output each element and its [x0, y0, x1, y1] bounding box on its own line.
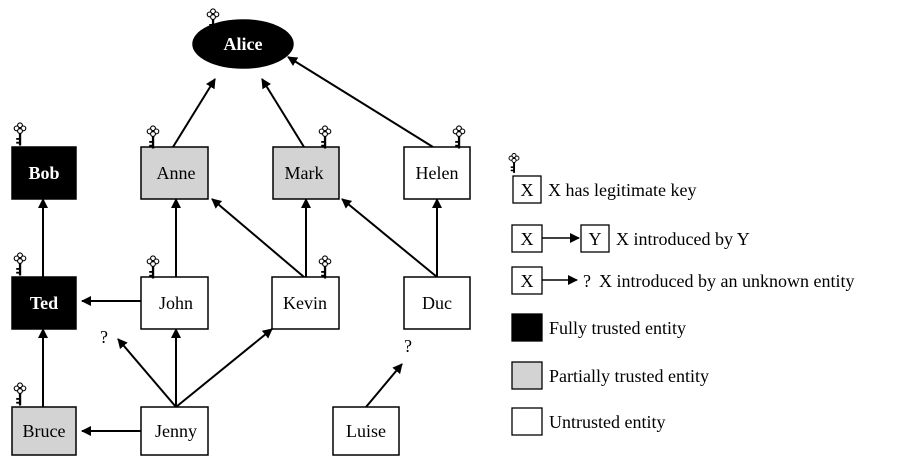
node-ted-box	[11, 276, 77, 330]
node-anne: Anne	[140, 125, 209, 200]
edge-luise-to-unknown	[365, 363, 403, 408]
node-alice: Alice	[192, 8, 294, 69]
node-jenny-box	[140, 406, 209, 456]
node-john-box	[140, 276, 209, 330]
node-duc-label: Duc	[422, 293, 452, 313]
edge-anne-to-alice	[172, 78, 216, 148]
key-icon	[13, 382, 27, 406]
legend-swatch-full	[511, 313, 543, 342]
node-bruce-label: Bruce	[23, 421, 66, 441]
key-icon	[318, 125, 332, 149]
legend-item-partially-trusted: Partially trusted entity	[511, 361, 709, 390]
edge-helen-to-alice	[287, 56, 434, 148]
legend-box-unknown	[511, 266, 543, 295]
node-anne-box	[140, 146, 209, 200]
legend-item-introduced-by: X Y X introduced by Y	[511, 224, 750, 253]
edge-mark-to-alice	[261, 78, 305, 148]
legend: X X has legitimate key X Y X introduced …	[508, 152, 854, 436]
node-helen: Helen	[403, 125, 471, 200]
node-bruce: Bruce	[11, 382, 77, 456]
unknown-marker-luise: ?	[404, 336, 412, 356]
legend-label-fully-trusted: Fully trusted entity	[549, 318, 686, 338]
node-anne-label: Anne	[157, 163, 196, 183]
legend-box-x	[512, 175, 542, 204]
node-john-label: John	[159, 293, 193, 313]
edges	[38, 56, 442, 436]
legend-box-from	[511, 224, 543, 253]
legend-label-introduced-by: X introduced by Y	[616, 229, 750, 249]
node-luise: Luise	[332, 406, 400, 456]
legend-label-partially-trusted: Partially trusted entity	[549, 366, 709, 386]
key-icon	[452, 125, 466, 149]
edge-jenny-to-kevin	[175, 328, 273, 408]
legend-item-unknown-introducer: X ? X introduced by an unknown entity	[511, 266, 854, 295]
legend-item-fully-trusted: Fully trusted entity	[511, 313, 686, 342]
node-luise-box	[332, 406, 400, 456]
legend-box-to-label: Y	[589, 229, 602, 249]
legend-unknown-marker: ?	[583, 271, 591, 291]
node-helen-label: Helen	[416, 163, 459, 183]
node-john: John	[140, 255, 209, 330]
node-jenny-label: Jenny	[155, 421, 197, 441]
edge-kevin-to-anne	[211, 198, 305, 278]
legend-swatch-partial	[511, 361, 543, 390]
edge-jenny-to-unknown	[117, 338, 177, 408]
key-icon	[146, 125, 160, 149]
node-ted-label: Ted	[30, 293, 58, 313]
node-kevin-box	[271, 276, 340, 330]
legend-box-from-label: X	[521, 229, 534, 249]
node-alice-shape	[192, 19, 294, 69]
node-ted: Ted	[11, 252, 77, 330]
node-mark-box	[272, 146, 340, 200]
node-helen-box	[403, 146, 471, 200]
key-icon	[318, 255, 332, 279]
node-luise-label: Luise	[346, 421, 386, 441]
key-icon	[13, 122, 27, 146]
node-bob-box	[11, 146, 77, 200]
legend-box-x-label: X	[521, 180, 534, 200]
node-kevin-label: Kevin	[283, 293, 327, 313]
legend-swatch-untrusted	[511, 407, 543, 436]
node-mark-label: Mark	[285, 163, 324, 183]
unknown-marker-jenny: ?	[100, 327, 108, 347]
key-icon	[146, 255, 160, 279]
legend-box-unknown-label: X	[521, 271, 534, 291]
node-bob-label: Bob	[28, 163, 59, 183]
node-mark: Mark	[272, 125, 340, 200]
node-alice-label: Alice	[224, 34, 263, 54]
node-kevin: Kevin	[271, 255, 340, 330]
legend-label-unknown-introducer: X introduced by an unknown entity	[599, 271, 854, 291]
legend-label-legitimate-key: X has legitimate key	[548, 180, 696, 200]
edge-duc-to-mark	[341, 198, 438, 278]
legend-box-to	[580, 224, 610, 253]
legend-item-untrusted: Untrusted entity	[511, 407, 665, 436]
node-bruce-box	[11, 406, 77, 456]
legend-item-legitimate-key: X X has legitimate key	[508, 152, 696, 204]
key-icon	[508, 152, 520, 174]
node-duc-box	[403, 276, 471, 330]
legend-label-untrusted: Untrusted entity	[549, 412, 665, 432]
node-duc: Duc	[403, 276, 471, 330]
node-jenny: Jenny	[140, 406, 209, 456]
node-bob: Bob	[11, 122, 77, 200]
key-icon	[13, 252, 27, 276]
